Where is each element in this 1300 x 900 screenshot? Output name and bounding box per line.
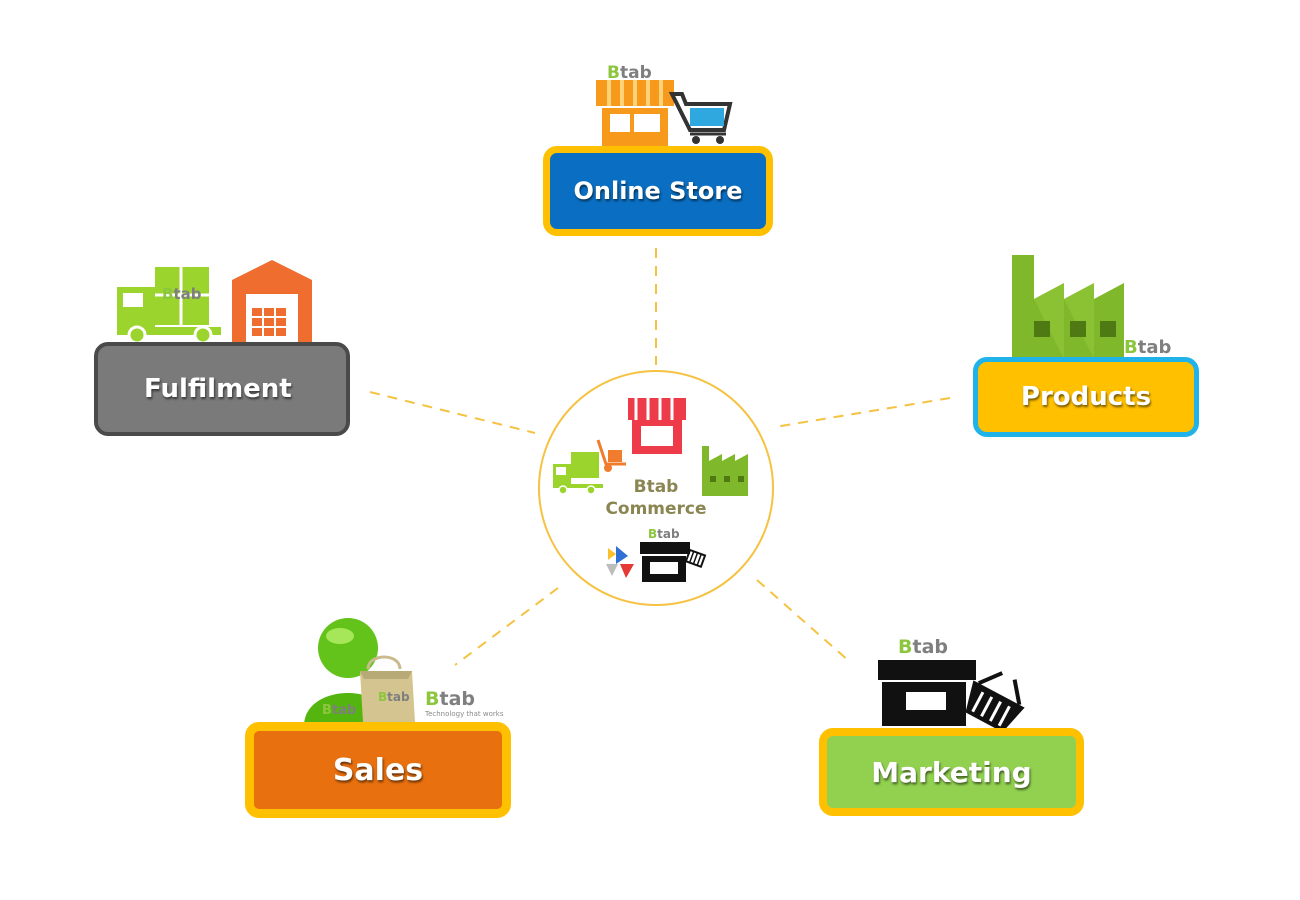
storefront-icon bbox=[640, 542, 707, 582]
node-online-store[interactable]: Online Store bbox=[543, 146, 773, 236]
connector-fulfilment bbox=[369, 391, 536, 434]
brand-logo-online-store: Btab bbox=[607, 63, 652, 83]
brand-logo-marketing: Btab bbox=[898, 636, 948, 658]
hub-title-line1: Btab bbox=[633, 477, 679, 497]
brand-logo-center: Btab bbox=[648, 527, 680, 541]
connector-marketing bbox=[756, 579, 851, 663]
brand-tagline: Technology that works bbox=[425, 710, 504, 718]
brand-logo-sales-bag: Btab bbox=[378, 690, 410, 704]
hub-title-line2: Commerce bbox=[605, 499, 707, 519]
brand-logo-sales: Btab bbox=[425, 688, 475, 710]
shopping-basket-icon bbox=[965, 671, 1025, 733]
colored-blocks-icon bbox=[606, 546, 634, 578]
node-products-label: Products bbox=[1020, 382, 1152, 412]
shopping-cart-icon bbox=[668, 92, 733, 144]
node-sales[interactable]: Sales bbox=[245, 722, 511, 818]
connector-sales bbox=[454, 587, 559, 666]
hand-truck-icon bbox=[596, 439, 626, 472]
factory-icon bbox=[1012, 255, 1124, 359]
node-fulfilment[interactable]: Fulfilment bbox=[94, 342, 350, 436]
hub-circle bbox=[538, 370, 774, 606]
node-online-store-label: Online Store bbox=[573, 177, 743, 205]
storefront-icon bbox=[878, 660, 976, 726]
shop-icon bbox=[596, 80, 674, 150]
brand-logo-products: Btab bbox=[1124, 337, 1172, 358]
factory-icon bbox=[702, 446, 748, 496]
node-products[interactable]: Products bbox=[973, 357, 1199, 437]
brand-logo-fulfilment: Btab bbox=[162, 285, 202, 303]
warehouse-icon bbox=[232, 260, 312, 344]
node-sales-label: Sales bbox=[332, 752, 424, 788]
delivery-truck-icon bbox=[117, 267, 221, 345]
node-fulfilment-label: Fulfilment bbox=[144, 374, 292, 404]
node-marketing-label: Marketing bbox=[871, 755, 1032, 789]
connector-products bbox=[774, 397, 951, 428]
shop-icon bbox=[628, 398, 686, 454]
node-marketing[interactable]: Marketing bbox=[819, 728, 1084, 816]
brand-logo-sales-avatar: Btab bbox=[322, 703, 357, 718]
delivery-truck-icon bbox=[553, 452, 603, 495]
